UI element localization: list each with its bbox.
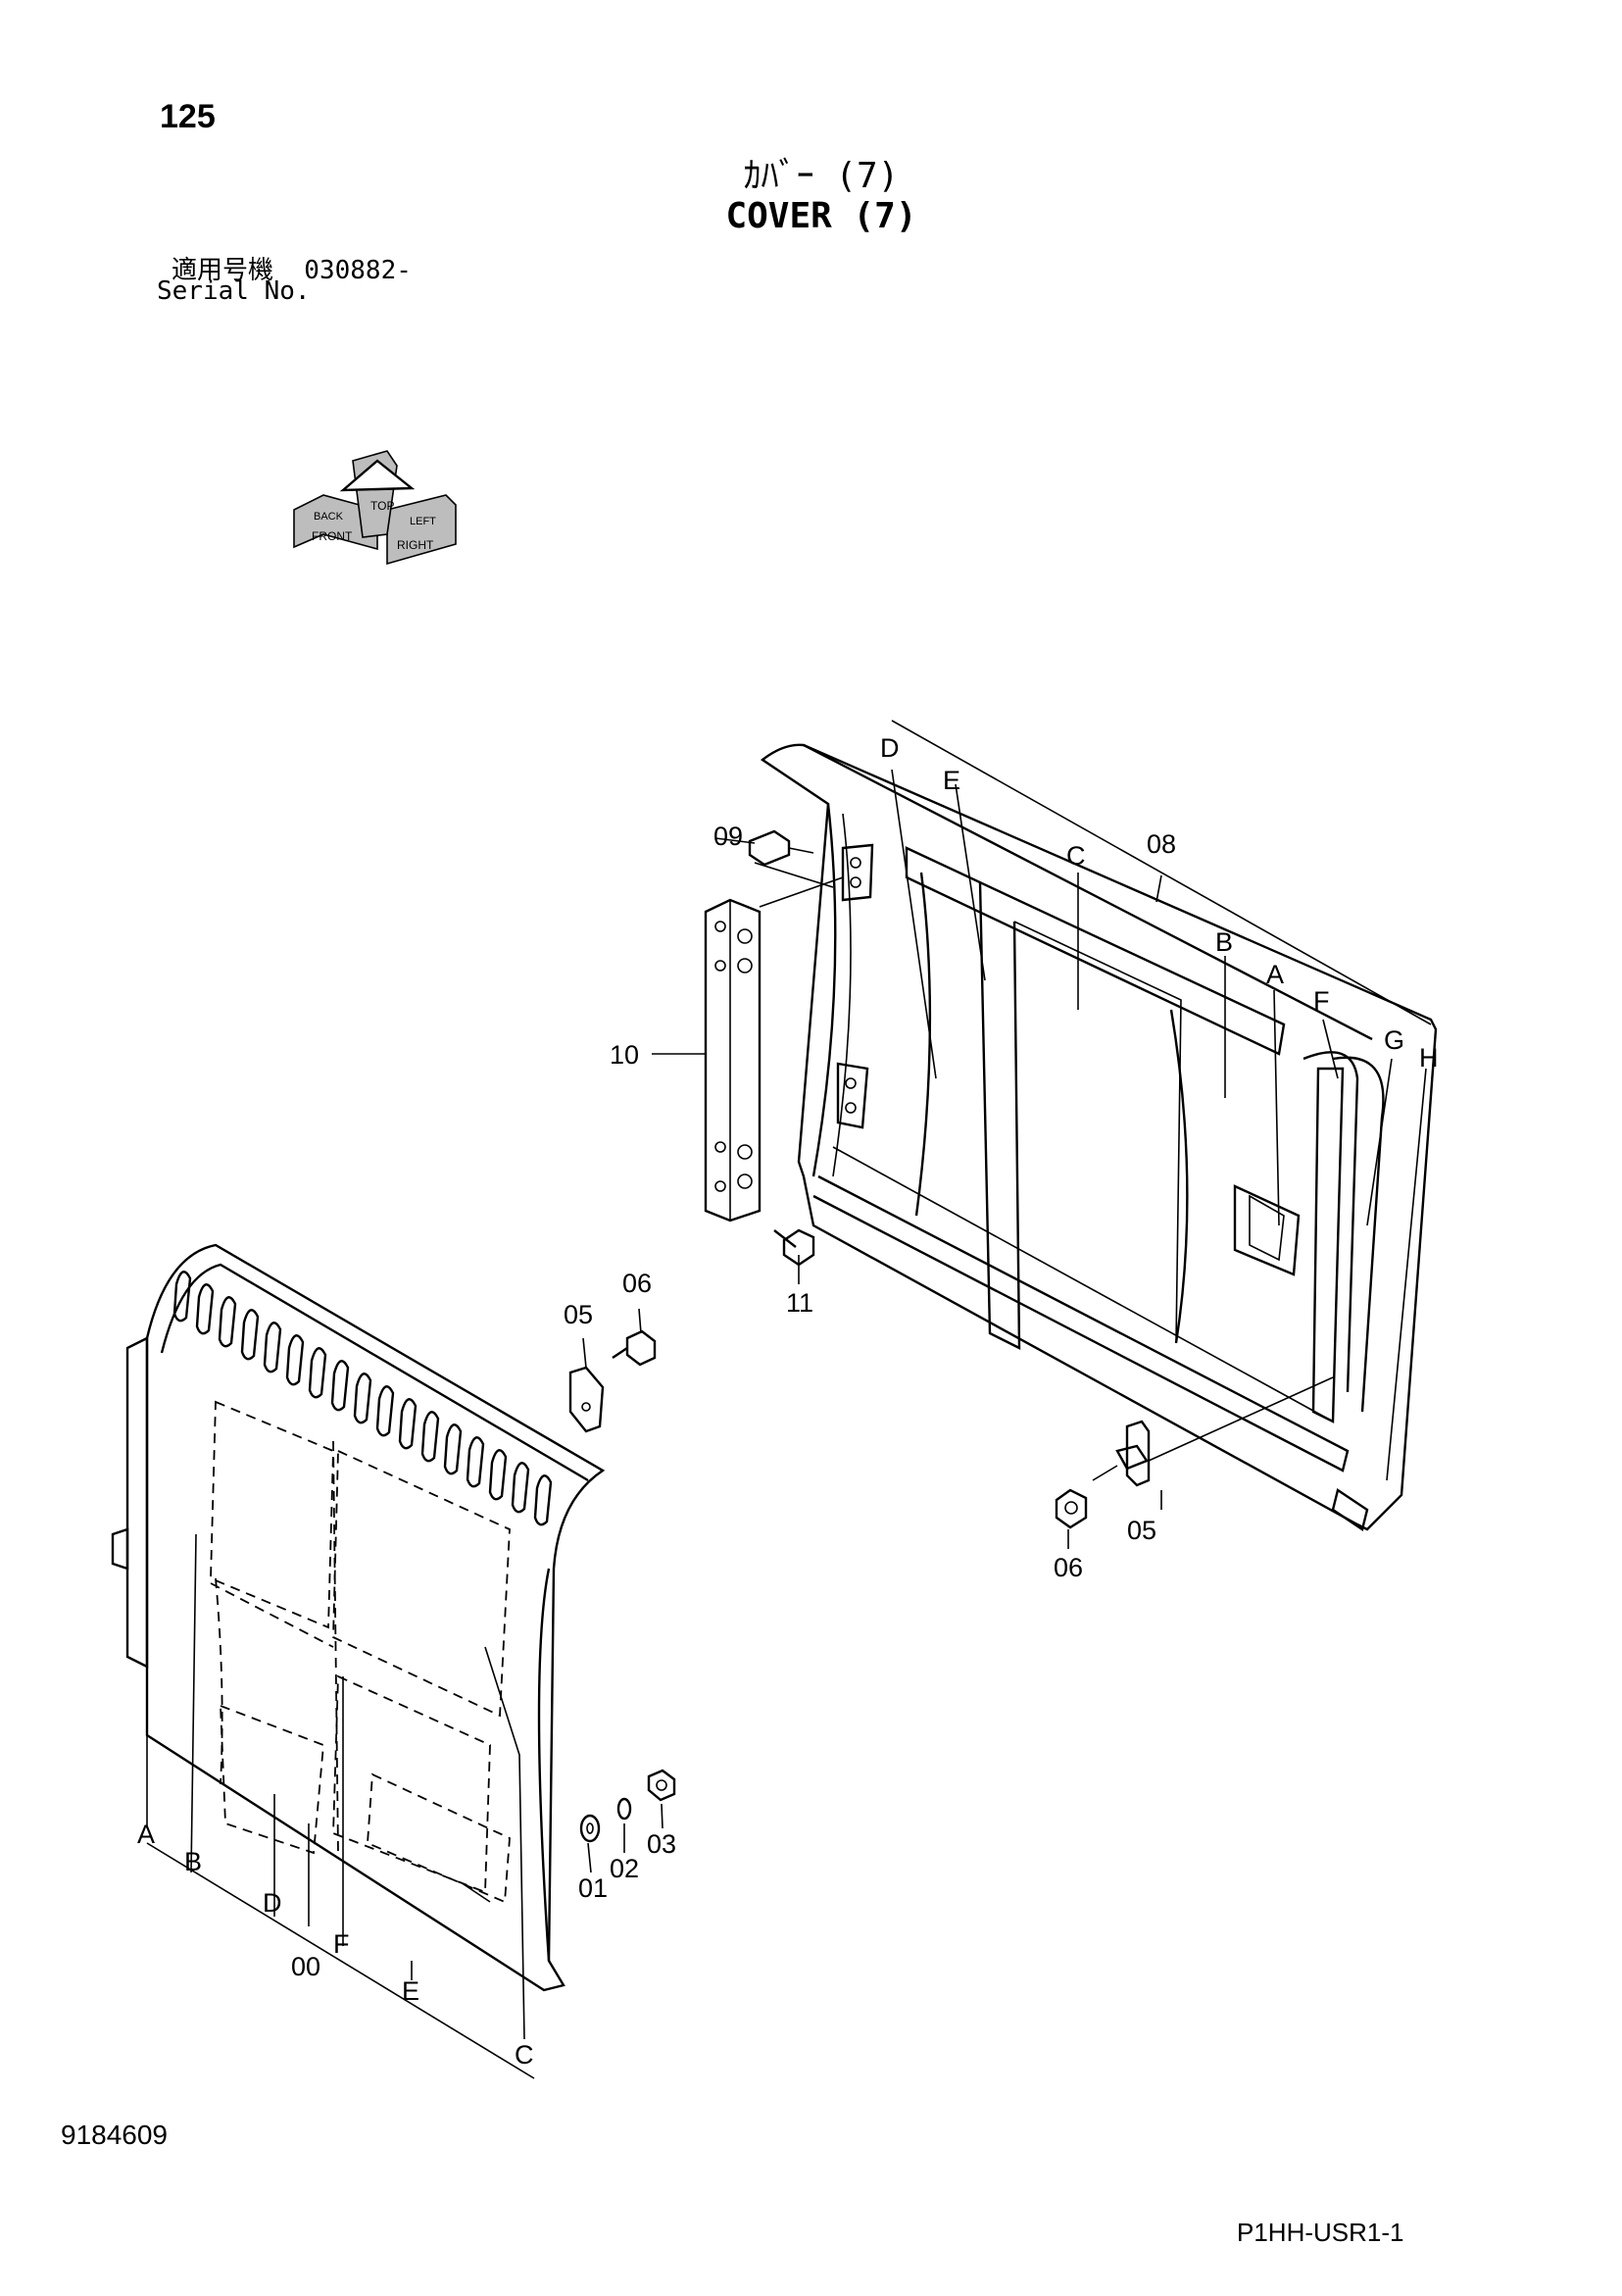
part-01-label: 01 — [578, 1873, 608, 1903]
bracket-10 — [704, 898, 762, 1223]
grille-slot — [511, 1462, 530, 1514]
part-05-right-label: 05 — [1127, 1516, 1156, 1545]
ref-left-F: F — [333, 1929, 350, 1959]
grille-slot — [218, 1296, 237, 1348]
ref-right-C: C — [1066, 841, 1086, 871]
nut-03 — [647, 1769, 676, 1802]
cover-panel-left — [111, 1243, 606, 1992]
clip-05-right — [1092, 1376, 1334, 1487]
grille-slot — [375, 1385, 395, 1437]
grille-slot — [443, 1423, 463, 1475]
part-10-label: 10 — [610, 1040, 639, 1070]
serial-label: Serial No. — [157, 276, 311, 306]
ref-left-C: C — [515, 2040, 534, 2070]
ref-right-E: E — [943, 766, 960, 795]
ref-right-B: B — [1215, 927, 1233, 957]
washer-01 — [579, 1814, 601, 1843]
bolt-09 — [748, 829, 844, 908]
ref-right-D: D — [880, 733, 900, 763]
grille-slot — [533, 1474, 553, 1526]
ref-right-F: F — [1313, 986, 1330, 1016]
orientation-icon: FRONT TOP RIGHT BACK LEFT — [293, 450, 457, 566]
part-03-label: 03 — [647, 1829, 676, 1859]
page-number: 125 — [160, 98, 216, 135]
grille-slot — [488, 1449, 508, 1501]
ref-right-G: G — [1384, 1025, 1404, 1055]
document-code: 9184609 — [61, 2120, 169, 2150]
bolt-06-right — [1055, 1488, 1088, 1529]
orientation-left-label: LEFT — [410, 516, 436, 527]
grille-slot — [240, 1309, 260, 1361]
grille-slot — [263, 1322, 282, 1373]
part-06-right-label: 06 — [1054, 1553, 1083, 1582]
orientation-back-label: BACK — [314, 511, 344, 523]
part-06-left-label: 06 — [622, 1269, 652, 1298]
grille-slot — [466, 1436, 485, 1488]
grille-slot — [420, 1411, 440, 1463]
part-02-label: 02 — [610, 1854, 639, 1883]
cover-panel-right — [760, 743, 1438, 1531]
grille-slot — [195, 1283, 215, 1335]
orientation-top-label: TOP — [370, 499, 394, 513]
clip-05-left — [568, 1366, 605, 1433]
lock-washer-02 — [616, 1797, 632, 1821]
hidden-panels — [210, 1400, 511, 1904]
bolt-06-left — [612, 1329, 657, 1367]
ref-left-B: B — [184, 1847, 202, 1876]
part-00-label: 00 — [291, 1952, 320, 1981]
grille-slot — [308, 1347, 327, 1399]
part-11-label: 11 — [786, 1288, 813, 1318]
ref-left-A: A — [137, 1820, 155, 1849]
part-08-label: 08 — [1147, 829, 1176, 859]
part-05-left-label: 05 — [564, 1300, 593, 1329]
grille-slot — [285, 1334, 305, 1386]
orientation-right-label: RIGHT — [397, 538, 434, 552]
part-09-label: 09 — [713, 822, 743, 851]
serial-applicability: 適用号機 030882- — [172, 256, 412, 285]
page-title-jp: ｶﾊﾞｰ (7) — [743, 156, 900, 196]
ref-right-A: A — [1266, 960, 1284, 989]
grille-slot — [398, 1398, 418, 1450]
bolt-11 — [773, 1228, 815, 1267]
grille-slot — [330, 1360, 350, 1412]
page-title: COVER (7) — [725, 196, 917, 236]
ref-right-H: H — [1419, 1043, 1439, 1073]
reference-code: P1HH-USR1-1 — [1237, 2218, 1404, 2247]
grille-slot — [353, 1373, 372, 1424]
ref-left-D: D — [263, 1888, 282, 1918]
leader-lines — [146, 720, 1432, 2079]
grille-slots — [172, 1271, 553, 1526]
orientation-front-label: FRONT — [312, 529, 353, 543]
grille-slot — [172, 1271, 192, 1323]
ref-left-E: E — [402, 1976, 419, 2006]
